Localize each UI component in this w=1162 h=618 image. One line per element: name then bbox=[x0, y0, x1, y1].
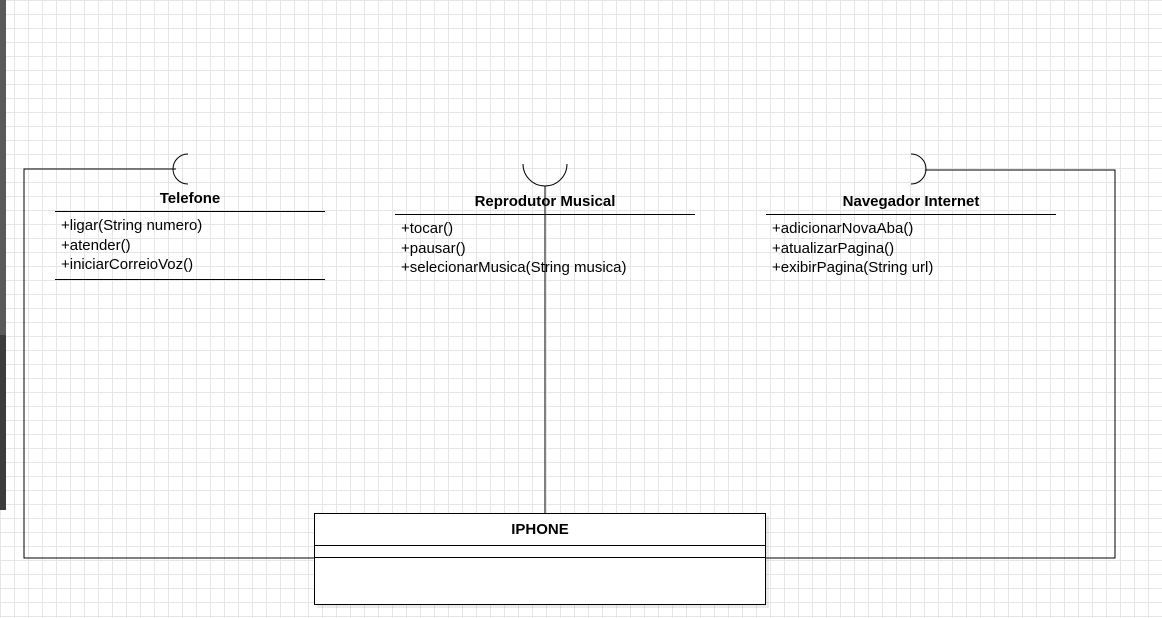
operation-item: +selecionarMusica(String musica) bbox=[401, 259, 627, 276]
operation-item: +tocar() bbox=[401, 220, 454, 237]
interface-reprodutor-musical[interactable]: Reprodutor Musical +tocar() +pausar() +s… bbox=[395, 190, 695, 282]
interface-telefone-title: Telefone bbox=[55, 187, 325, 212]
class-iphone-title: IPHONE bbox=[315, 514, 765, 546]
reprodutor-socket-icon bbox=[522, 163, 568, 187]
operation-item: +atender() bbox=[61, 236, 131, 254]
interface-navegador-operations: +adicionarNovaAba() +atualizarPagina() +… bbox=[766, 215, 1056, 282]
class-iphone-attributes bbox=[315, 546, 765, 558]
left-panel-edge bbox=[0, 0, 6, 510]
telefone-connector-line[interactable] bbox=[23, 168, 314, 559]
interface-navegador-title: Navegador Internet bbox=[766, 190, 1056, 215]
interface-reprodutor-title: Reprodutor Musical bbox=[395, 190, 695, 215]
interface-telefone-operations: +ligar(String numero) +atender() +inicia… bbox=[55, 212, 325, 280]
interface-navegador-internet[interactable]: Navegador Internet +adicionarNovaAba() +… bbox=[766, 190, 1056, 282]
interface-reprodutor-operations: +tocar() +pausar() +selecionarMusica(Str… bbox=[395, 215, 695, 282]
operation-item: +ligar(String numero) bbox=[61, 217, 203, 234]
operation-item: +adicionarNovaAba() bbox=[772, 220, 914, 237]
interface-telefone[interactable]: Telefone +ligar(String numero) +atender(… bbox=[55, 187, 325, 280]
navegador-connector-line[interactable] bbox=[765, 169, 1116, 559]
operation-item: +pausar() bbox=[401, 239, 466, 257]
operation-item: +atualizarPagina() bbox=[772, 239, 895, 257]
navegador-socket-icon bbox=[910, 153, 927, 185]
operation-item: +iniciarCorreioVoz() bbox=[61, 256, 194, 273]
class-iphone[interactable]: IPHONE bbox=[314, 513, 766, 605]
telefone-socket-icon bbox=[172, 153, 189, 185]
operation-item: +exibirPagina(String url) bbox=[772, 259, 934, 276]
